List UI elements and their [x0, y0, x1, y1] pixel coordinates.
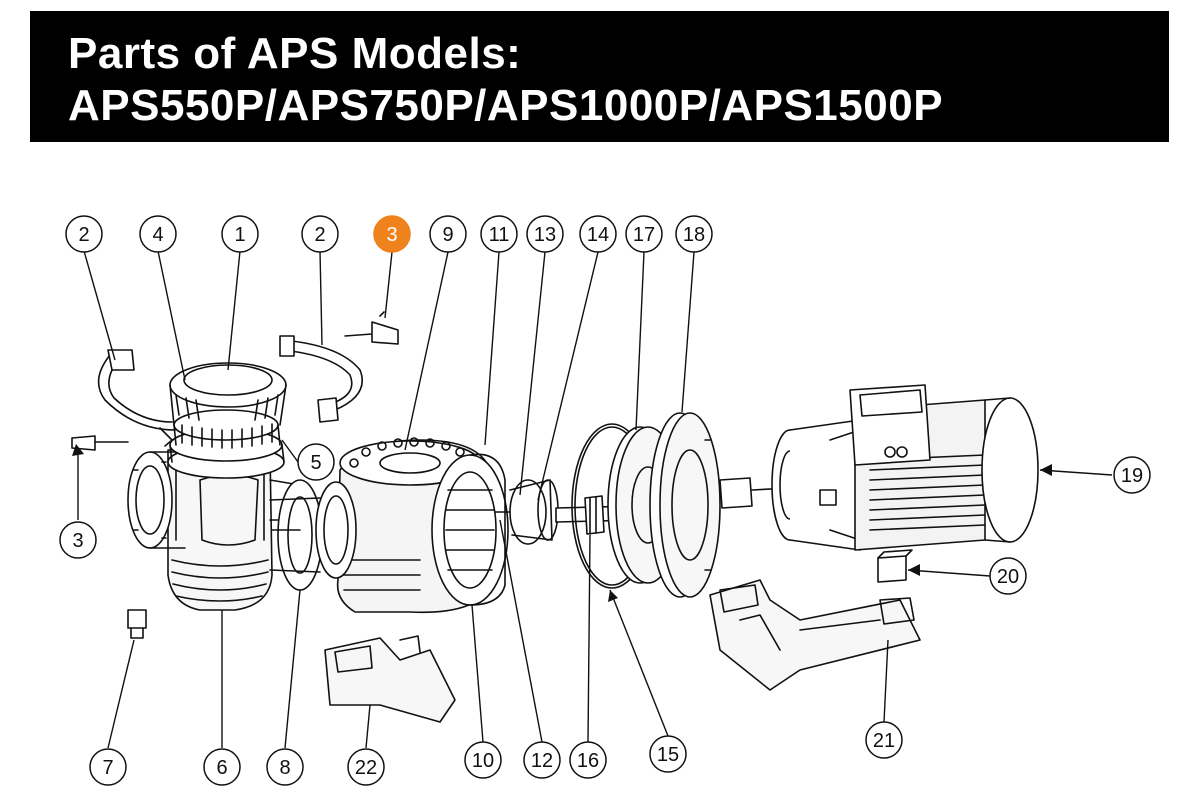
callout-circle [865, 721, 903, 759]
clamp-ring-left [97, 349, 176, 447]
callout-circle [297, 443, 335, 481]
callout-label: 16 [577, 750, 599, 772]
callout-c7: 7 [89, 748, 127, 786]
callout-circle [1113, 456, 1151, 494]
callout-label: 2 [314, 224, 325, 246]
callout-label: 3 [72, 530, 83, 552]
callout-c10: 10 [464, 741, 502, 779]
callout-c3top: 3 [373, 215, 411, 253]
callout-circle [480, 215, 518, 253]
leader-lines [77, 250, 1113, 749]
callout-c16: 16 [569, 741, 607, 779]
callout-circle [569, 741, 607, 779]
callout-c11: 11 [480, 215, 518, 253]
callout-label: 5 [310, 452, 321, 474]
callout-circle [203, 748, 241, 786]
callout-label: 7 [102, 757, 113, 779]
callout-circle [347, 748, 385, 786]
callout-label: 4 [152, 224, 163, 246]
strainer-housing [127, 449, 301, 611]
callout-circle [429, 215, 467, 253]
callout-circle [649, 735, 687, 773]
callout-circle [989, 557, 1027, 595]
callout-c8: 8 [266, 748, 304, 786]
callout-c17: 17 [625, 215, 663, 253]
callout-label: 13 [534, 224, 556, 246]
callout-c15: 15 [649, 735, 687, 773]
gasket-flange [269, 479, 323, 591]
bolt-top [344, 311, 399, 345]
callout-label: 3 [386, 224, 397, 246]
callout-label: 14 [587, 224, 609, 246]
clamp-ring-right [279, 335, 363, 423]
pump-foot [324, 635, 456, 723]
callout-c18: 18 [675, 215, 713, 253]
callout-label: 21 [873, 730, 895, 752]
callout-label: 15 [657, 744, 679, 766]
callout-c3left: 3 [59, 521, 97, 559]
callout-label: 18 [683, 224, 705, 246]
callout-c2a: 2 [65, 215, 103, 253]
motor-block [877, 549, 913, 583]
callout-circle [89, 748, 127, 786]
motor [719, 384, 1039, 551]
callout-circle [523, 741, 561, 779]
callout-label: 6 [216, 757, 227, 779]
callout-label: 1 [234, 224, 245, 246]
adapter-flange [649, 412, 721, 598]
callout-circle [464, 741, 502, 779]
callout-label: 12 [531, 750, 553, 772]
callout-c22: 22 [347, 748, 385, 786]
callout-circle [65, 215, 103, 253]
callout-label: 20 [997, 566, 1019, 588]
title-line-1: Parts of APS Models: [68, 29, 522, 78]
callout-label: 9 [442, 224, 453, 246]
callout-circle [526, 215, 564, 253]
callout-label: 10 [472, 750, 494, 772]
callout-circle [266, 748, 304, 786]
callout-c12: 12 [523, 741, 561, 779]
callout-c19: 19 [1113, 456, 1151, 494]
callout-label: 2 [78, 224, 89, 246]
callout-circle [675, 215, 713, 253]
bolt-left [71, 435, 129, 451]
callout-c5: 5 [297, 443, 335, 481]
callout-circle [139, 215, 177, 253]
callout-c6: 6 [203, 748, 241, 786]
motor-feet [709, 579, 921, 691]
title-banner: Parts of APS Models: APS550P/APS750P/APS… [30, 11, 1169, 142]
callout-c13: 13 [526, 215, 564, 253]
callout-label: 17 [633, 224, 655, 246]
callout-circle [221, 215, 259, 253]
callout-c21: 21 [865, 721, 903, 759]
callout-label: 22 [355, 757, 377, 779]
callout-circle [301, 215, 339, 253]
callout-c2b: 2 [301, 215, 339, 253]
callout-c14: 14 [579, 215, 617, 253]
strainer-lid [167, 362, 287, 479]
callout-c9: 9 [429, 215, 467, 253]
callout-label: 8 [279, 757, 290, 779]
callout-c4: 4 [139, 215, 177, 253]
callout-label: 19 [1121, 465, 1143, 487]
drain-plug [127, 609, 147, 639]
callout-circle [579, 215, 617, 253]
callout-circle [373, 215, 411, 253]
callout-c20: 20 [989, 557, 1027, 595]
arrow-heads [72, 444, 1052, 602]
callout-label: 11 [489, 224, 510, 246]
pump-body [315, 437, 509, 614]
callout-circle [59, 521, 97, 559]
callout-c1: 1 [221, 215, 259, 253]
callout-circle [625, 215, 663, 253]
title-line-2: APS550P/APS750P/APS1000P/APS1500P [68, 81, 944, 130]
